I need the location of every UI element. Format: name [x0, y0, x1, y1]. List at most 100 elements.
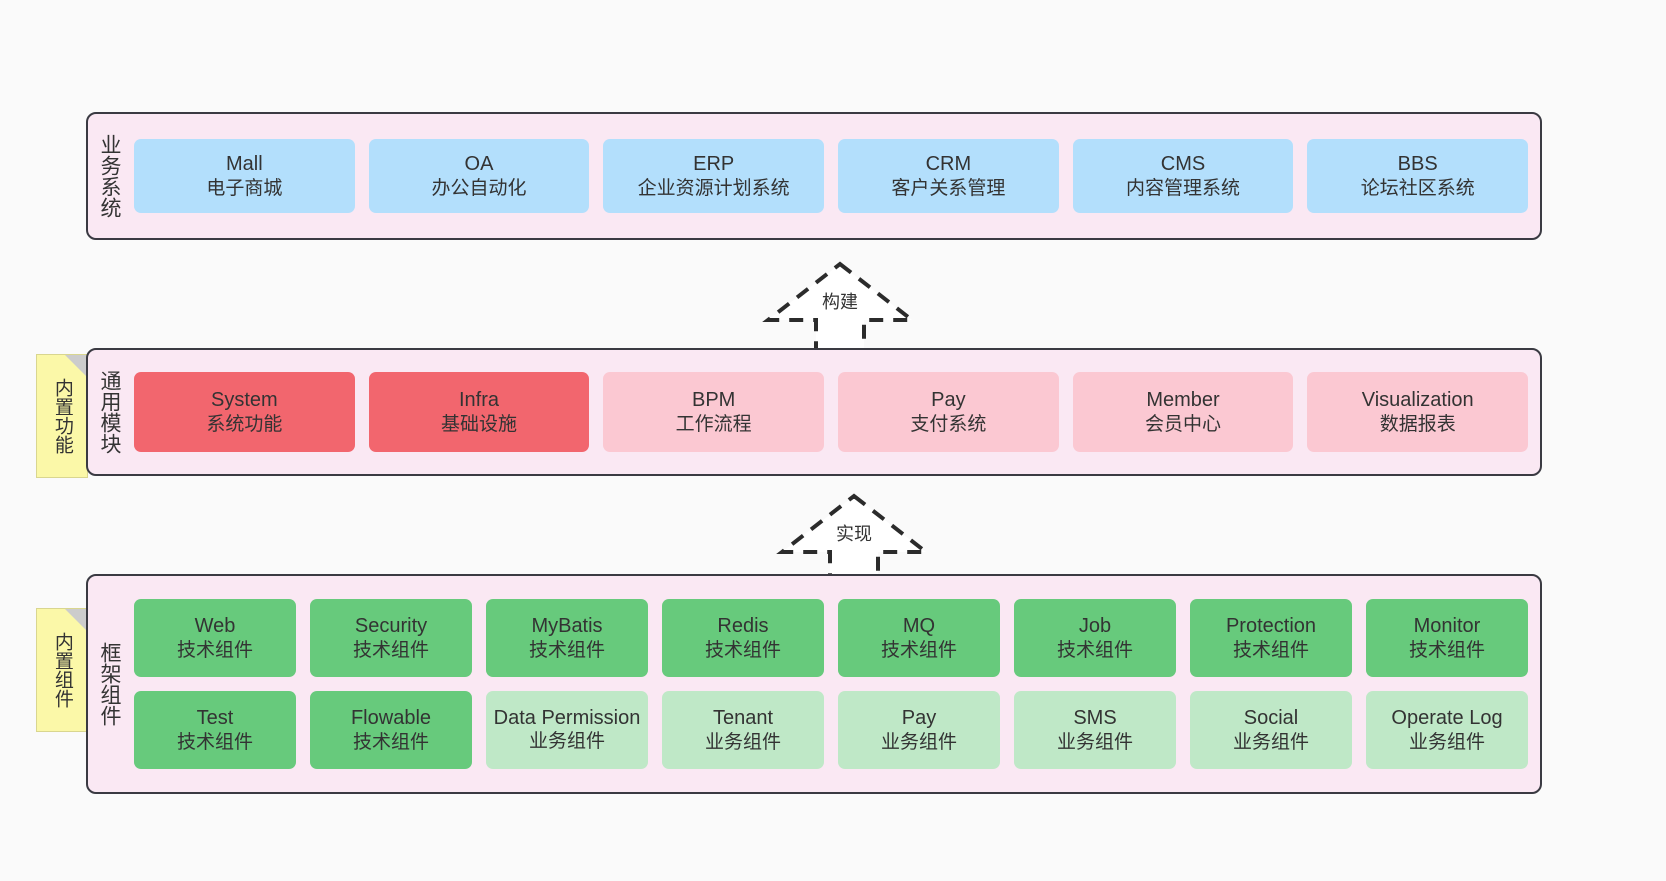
node-label-cn: 技术组件	[176, 639, 253, 661]
node-label-cn: 技术组件	[704, 639, 781, 661]
node-system[interactable]: System 系统功能	[134, 372, 355, 452]
node-row: Test 技术组件 Flowable 技术组件 Data Permission …	[134, 691, 1528, 769]
node-label-en: Member	[1146, 389, 1220, 412]
node-label-en: Pay	[901, 707, 937, 730]
node-label-cn: 技术组件	[352, 731, 429, 753]
note-label: 内置组件	[51, 632, 73, 708]
node-label-cn: 企业资源计划系统	[637, 177, 790, 199]
node-bbs[interactable]: BBS 论坛社区系统	[1307, 139, 1529, 213]
node-row: System 系统功能 Infra 基础设施 BPM 工作流程 Pay 支付系统…	[134, 372, 1529, 452]
node-oa[interactable]: OA 办公自动化	[368, 139, 590, 213]
node-row: Mall 电子商城 OA 办公自动化 ERP 企业资源计划系统 CRM 客户关系…	[134, 139, 1529, 213]
node-label-en: BPM	[692, 389, 736, 412]
node-tenant[interactable]: Tenant 业务组件	[662, 691, 824, 769]
node-label-en: Infra	[458, 389, 500, 412]
node-label-cn: 技术组件	[528, 639, 605, 661]
note-built-in-components: 内置组件	[36, 608, 88, 732]
node-operate-log[interactable]: Operate Log 业务组件	[1366, 691, 1528, 769]
node-label-cn: 技术组件	[352, 639, 429, 661]
node-label-en: BBS	[1397, 153, 1438, 176]
node-label-cn: 论坛社区系统	[1360, 177, 1475, 199]
node-label-en: Monitor	[1413, 615, 1481, 638]
node-label-cn: 电子商城	[206, 177, 283, 199]
node-infra[interactable]: Infra 基础设施	[368, 372, 590, 452]
node-label-en: System	[210, 389, 278, 412]
node-label-en: OA	[464, 153, 494, 176]
node-job[interactable]: Job 技术组件	[1014, 599, 1176, 677]
node-label-en: SMS	[1073, 707, 1117, 730]
node-label-en: Social	[1243, 707, 1299, 730]
node-bpm[interactable]: BPM 工作流程	[603, 372, 825, 452]
node-label-en: Tenant	[712, 707, 774, 730]
layer-common-module: 通用模块 System 系统功能 Infra 基础设施 BPM 工作流程 Pay…	[86, 348, 1542, 476]
node-label-cn: 技术组件	[1232, 639, 1309, 661]
node-label-cn: 系统功能	[206, 413, 283, 435]
node-redis[interactable]: Redis 技术组件	[662, 599, 824, 677]
layer-title-business-system: 业务系统	[97, 134, 121, 218]
node-erp[interactable]: ERP 企业资源计划系统	[603, 139, 825, 213]
dashed-generalization-arrow-icon	[762, 261, 918, 352]
connector-label-implement: 实现	[836, 524, 872, 544]
node-test[interactable]: Test 技术组件	[134, 691, 296, 769]
node-label-en: Protection	[1225, 615, 1317, 638]
node-monitor[interactable]: Monitor 技术组件	[1366, 599, 1528, 677]
node-mybatis[interactable]: MyBatis 技术组件	[486, 599, 648, 677]
node-label-cn: 技术组件	[1056, 639, 1133, 661]
node-label-en: Pay	[931, 389, 966, 412]
node-protection[interactable]: Protection 技术组件	[1190, 599, 1352, 677]
node-label-cn: 业务组件	[1408, 731, 1485, 753]
node-label-en: Flowable	[350, 707, 432, 730]
node-label-cn: 业务组件	[704, 731, 781, 753]
node-label-cn: 业务组件	[880, 731, 957, 753]
node-crm[interactable]: CRM 客户关系管理	[838, 139, 1059, 213]
node-label-cn: 业务组件	[1232, 731, 1309, 753]
node-label-en: ERP	[693, 153, 735, 176]
node-web[interactable]: Web 技术组件	[134, 599, 296, 677]
layer-title-framework-components: 框架组件	[97, 642, 121, 726]
node-label-cn: 技术组件	[176, 731, 253, 753]
node-label-en: Visualization	[1361, 389, 1474, 412]
layer-framework-components: 框架组件 Web 技术组件 Security 技术组件 MyBatis 技术组件…	[86, 574, 1542, 794]
layer-body-framework-components: Web 技术组件 Security 技术组件 MyBatis 技术组件 Redi…	[130, 576, 1540, 792]
node-label-cn: 办公自动化	[431, 177, 527, 199]
connector-implement: 实现	[774, 490, 934, 584]
node-mq[interactable]: MQ 技术组件	[838, 599, 1000, 677]
node-label-en: Operate Log	[1391, 707, 1503, 730]
node-row: Web 技术组件 Security 技术组件 MyBatis 技术组件 Redi…	[134, 599, 1528, 677]
node-pay-component[interactable]: Pay 业务组件	[838, 691, 1000, 769]
node-label-en: CRM	[925, 153, 972, 176]
node-label-cn: 业务组件	[1056, 731, 1133, 753]
note-built-in-functions: 内置功能	[36, 354, 88, 478]
layer-business-system: 业务系统 Mall 电子商城 OA 办公自动化 ERP 企业资源计划系统 CRM…	[86, 112, 1542, 240]
node-label-en: Data Permission	[493, 706, 641, 729]
node-label-cn: 工作流程	[675, 413, 752, 435]
node-label-cn: 基础设施	[441, 413, 518, 435]
node-mall[interactable]: Mall 电子商城	[134, 139, 355, 213]
node-cms[interactable]: CMS 内容管理系统	[1072, 139, 1294, 213]
node-label-cn: 会员中心	[1145, 413, 1222, 435]
layer-body-business-system: Mall 电子商城 OA 办公自动化 ERP 企业资源计划系统 CRM 客户关系…	[130, 114, 1540, 238]
note-label: 内置功能	[51, 378, 73, 454]
node-security[interactable]: Security 技术组件	[310, 599, 472, 677]
node-sms[interactable]: SMS 业务组件	[1014, 691, 1176, 769]
note-fold-corner-icon	[65, 609, 87, 631]
connector-label-build: 构建	[822, 292, 858, 312]
node-member[interactable]: Member 会员中心	[1072, 372, 1294, 452]
node-label-cn: 内容管理系统	[1126, 177, 1241, 199]
layer-title-common-module: 通用模块	[97, 370, 121, 454]
node-label-cn: 客户关系管理	[891, 177, 1006, 199]
node-label-en: Redis	[717, 615, 769, 638]
connector-build: 构建	[760, 258, 920, 352]
node-label-en: Job	[1078, 615, 1112, 638]
node-label-cn: 数据报表	[1379, 413, 1456, 435]
node-social[interactable]: Social 业务组件	[1190, 691, 1352, 769]
note-fold-corner-icon	[65, 355, 87, 377]
node-data-permission[interactable]: Data Permission 业务组件	[486, 691, 648, 769]
node-pay-module[interactable]: Pay 支付系统	[838, 372, 1059, 452]
node-visualization[interactable]: Visualization 数据报表	[1307, 372, 1529, 452]
node-label-en: MQ	[902, 615, 936, 638]
node-flowable[interactable]: Flowable 技术组件	[310, 691, 472, 769]
node-label-en: Test	[196, 707, 234, 730]
node-label-cn: 技术组件	[880, 639, 957, 661]
